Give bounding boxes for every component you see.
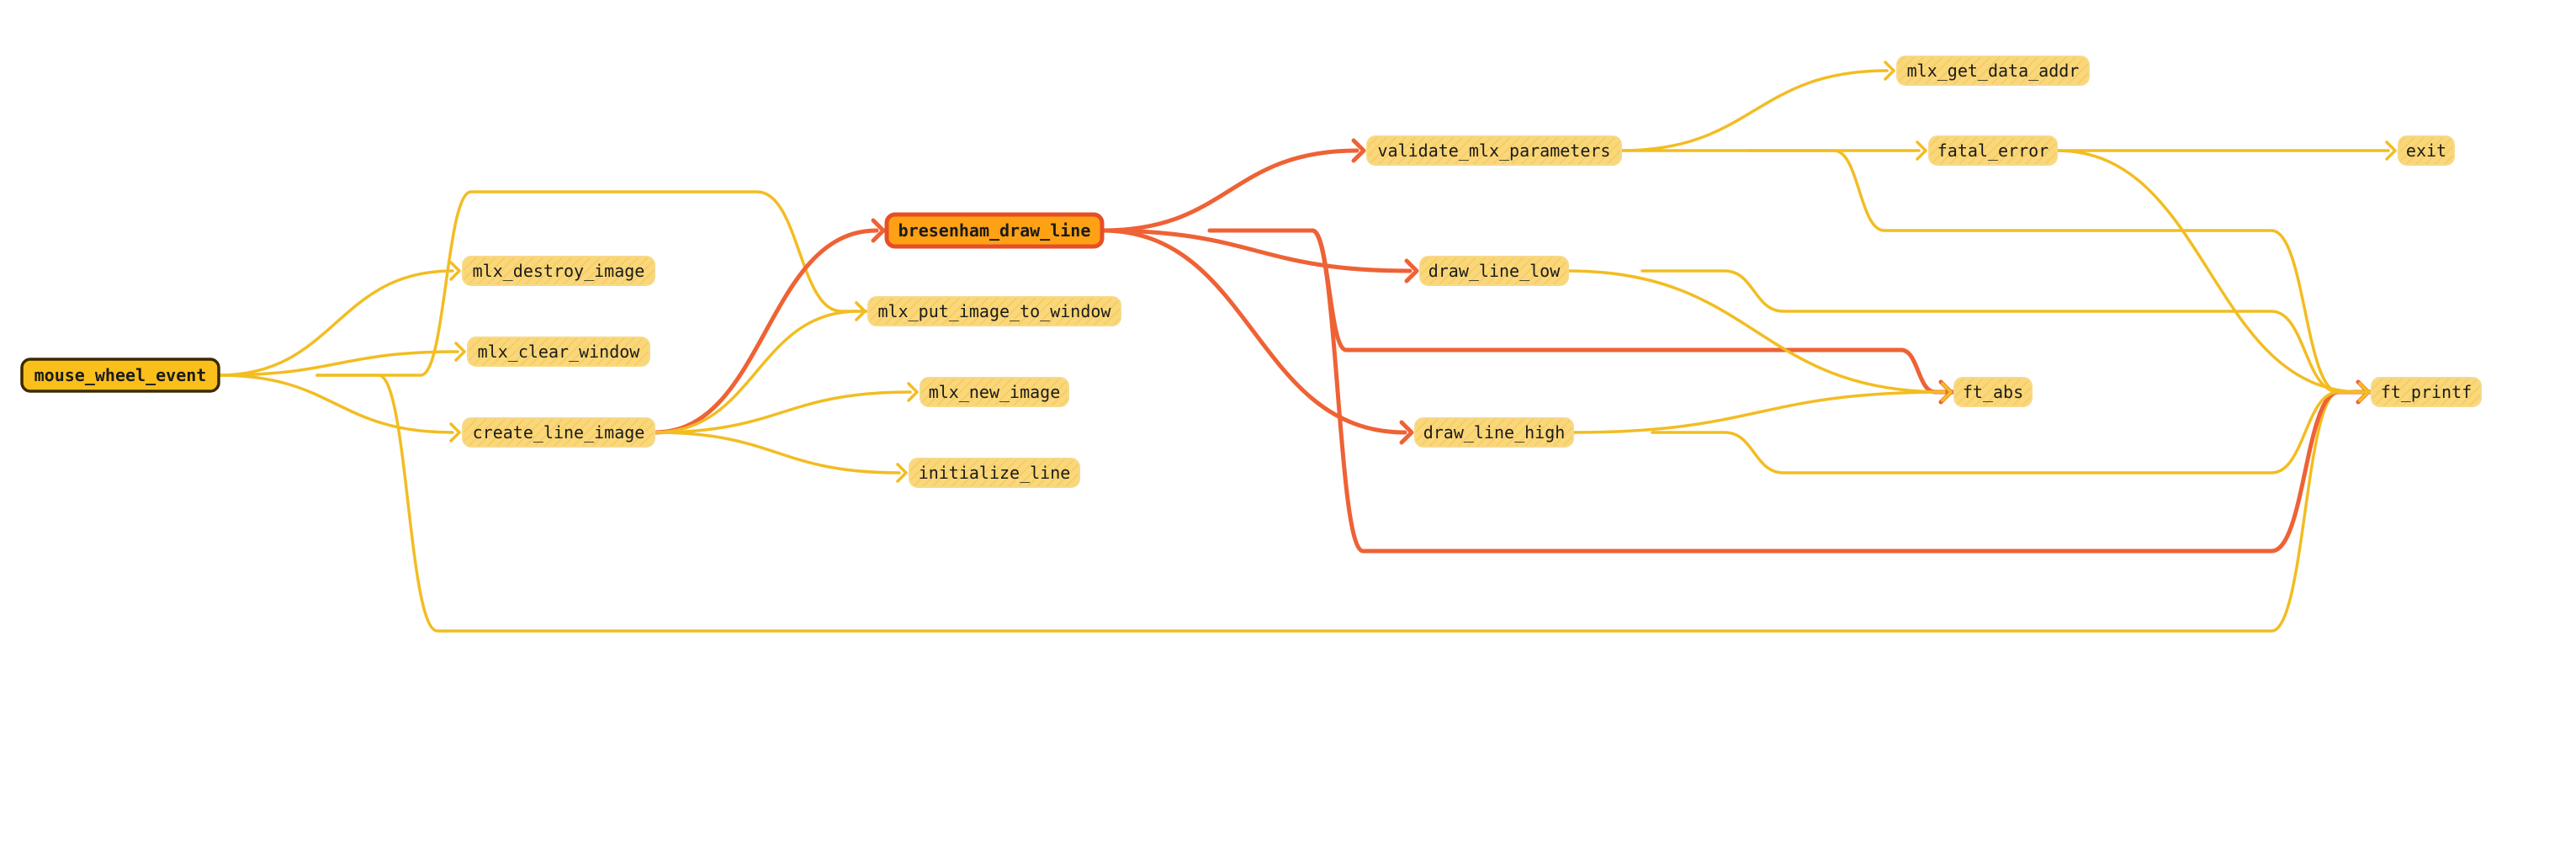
edge-mouse_wheel_event-to-mlx_destroy_image — [217, 269, 454, 377]
node-mlx_put_image_to_window[interactable]: mlx_put_image_to_window — [867, 296, 1121, 326]
node-exit[interactable]: exit — [2398, 135, 2455, 166]
node-mlx_clear_window[interactable]: mlx_clear_window — [467, 337, 650, 367]
node-label-mouse_wheel_event: mouse_wheel_event — [34, 365, 207, 385]
node-bresenham_draw_line[interactable]: bresenham_draw_line — [884, 212, 1105, 249]
node-mlx_destroy_image[interactable]: mlx_destroy_image — [462, 256, 655, 286]
edge-bresenham_draw_line-to-validate_mlx_parameters — [1100, 148, 1360, 233]
node-label-initialize_line: initialize_line — [919, 463, 1071, 483]
node-box-validate_mlx_parameters[interactable] — [1366, 135, 1622, 166]
edge-fatal_error-to-ft_printf — [2055, 149, 2363, 394]
arrowhead-draw_line_low — [1404, 258, 1419, 284]
node-box-draw_line_low[interactable] — [1419, 256, 1569, 286]
edge-bresenham_draw_line-to-draw_line_high — [1100, 228, 1407, 435]
edge-create_line_image-to-mlx_new_image — [653, 390, 912, 434]
arrowhead-fatal_error — [1916, 140, 1927, 161]
node-label-mlx_get_data_addr: mlx_get_data_addr — [1907, 61, 2080, 81]
arrowhead-validate_mlx_parameters — [1351, 138, 1366, 163]
node-label-exit: exit — [2406, 140, 2446, 161]
edge-draw_line_high-to-ft_printf — [1651, 390, 2418, 474]
node-label-ft_printf: ft_printf — [2381, 382, 2472, 402]
node-label-mlx_new_image: mlx_new_image — [929, 382, 1061, 402]
node-label-fatal_error: fatal_error — [1937, 140, 2049, 161]
node-box-mlx_get_data_addr[interactable] — [1896, 56, 2090, 86]
node-ft_abs[interactable]: ft_abs — [1953, 377, 2033, 407]
edge-draw_line_low-to-ft_abs — [1566, 269, 1946, 394]
edge-mouse_wheel_event-to-ft_printf — [315, 374, 2418, 633]
arrowhead-draw_line_high — [1399, 420, 1414, 445]
node-box-create_line_image[interactable] — [462, 417, 655, 448]
arrowhead-create_line_image — [449, 422, 461, 443]
arrowhead-mlx_get_data_addr — [1884, 61, 1895, 81]
node-box-ft_abs[interactable] — [1953, 377, 2033, 407]
edge-bresenham_draw_line-to-draw_line_low — [1100, 228, 1413, 273]
arrowhead-mlx_put_image_to_window — [855, 301, 867, 321]
node-box-mlx_new_image[interactable] — [920, 377, 1069, 407]
edge-bresenham_draw_line-to-ft_printf — [1207, 228, 2419, 554]
node-box-bresenham_draw_line[interactable] — [884, 212, 1105, 249]
arrowhead-bresenham_draw_line — [871, 218, 886, 243]
node-draw_line_high[interactable]: draw_line_high — [1414, 417, 1574, 448]
edge-mouse_wheel_event-to-create_line_image — [217, 374, 454, 434]
node-initialize_line[interactable]: initialize_line — [909, 458, 1080, 488]
node-label-create_line_image: create_line_image — [473, 422, 645, 443]
edge-mouse_wheel_event-to-mlx_clear_window — [217, 350, 459, 377]
node-box-draw_line_high[interactable] — [1414, 417, 1574, 448]
edge-draw_line_low-to-ft_printf — [1640, 269, 2418, 394]
node-box-mlx_clear_window[interactable] — [467, 337, 650, 367]
arrowhead-mlx_destroy_image — [449, 261, 461, 281]
node-mlx_get_data_addr[interactable]: mlx_get_data_addr — [1896, 56, 2090, 86]
node-label-bresenham_draw_line: bresenham_draw_line — [898, 220, 1091, 241]
node-ft_printf[interactable]: ft_printf — [2371, 377, 2482, 407]
edge-create_line_image-to-initialize_line — [653, 431, 901, 474]
node-label-mlx_put_image_to_window: mlx_put_image_to_window — [878, 301, 1112, 321]
node-label-draw_line_low: draw_line_low — [1428, 261, 1561, 281]
arrowhead-ft_printf — [2358, 382, 2370, 402]
edge-create_line_image-to-bresenham_draw_line — [652, 228, 879, 435]
node-mlx_new_image[interactable]: mlx_new_image — [920, 377, 1069, 407]
node-box-fatal_error[interactable] — [1928, 135, 2058, 166]
node-label-mlx_destroy_image: mlx_destroy_image — [473, 261, 645, 281]
node-mouse_wheel_event[interactable]: mouse_wheel_event — [20, 358, 220, 393]
node-draw_line_low[interactable]: draw_line_low — [1419, 256, 1569, 286]
node-label-validate_mlx_parameters: validate_mlx_parameters — [1378, 140, 1611, 161]
node-validate_mlx_parameters[interactable]: validate_mlx_parameters — [1366, 135, 1622, 166]
node-label-draw_line_high: draw_line_high — [1423, 422, 1566, 443]
node-box-mlx_put_image_to_window[interactable] — [867, 296, 1121, 326]
node-box-mouse_wheel_event[interactable] — [20, 358, 220, 393]
nodes-layer: mouse_wheel_event mlx_destroy_image mlx_cl… — [20, 56, 2482, 488]
node-label-mlx_clear_window: mlx_clear_window — [478, 342, 641, 362]
edge-validate_mlx_parameters-to-mlx_get_data_addr — [1619, 69, 1889, 152]
node-box-initialize_line[interactable] — [909, 458, 1080, 488]
node-box-mlx_destroy_image[interactable] — [462, 256, 655, 286]
arrowhead-exit — [2385, 140, 2397, 161]
edge-mouse_wheel_event-to-mlx_put_image_to_window — [315, 190, 986, 377]
edge-validate_mlx_parameters-to-ft_printf — [1746, 149, 2418, 394]
node-box-exit[interactable] — [2398, 135, 2455, 166]
arrowhead-mlx_clear_window — [454, 342, 466, 362]
arrowhead-initialize_line — [896, 463, 908, 483]
node-fatal_error[interactable]: fatal_error — [1928, 135, 2058, 166]
edge-draw_line_high-to-ft_abs — [1572, 390, 1946, 434]
node-create_line_image[interactable]: create_line_image — [462, 417, 655, 448]
edges-layer — [217, 61, 2419, 633]
arrowhead-ft_abs — [1941, 382, 1953, 402]
edge-create_line_image-to-mlx_put_image_to_window — [653, 310, 860, 434]
node-box-ft_printf[interactable] — [2371, 377, 2482, 407]
arrowhead-mlx_new_image — [907, 382, 919, 402]
node-label-ft_abs: ft_abs — [1963, 382, 2023, 402]
